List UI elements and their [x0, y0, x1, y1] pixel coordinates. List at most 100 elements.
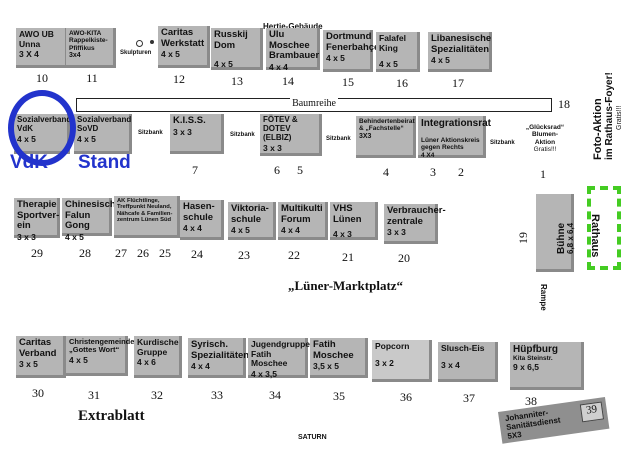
stand-32[interactable]: Kurdische Gruppe 4 x 6 [134, 336, 182, 378]
stand-36[interactable]: Popcorn 3 x 2 [372, 340, 432, 382]
foto-aktion-line3: Gratis!!! [616, 105, 623, 130]
stand-22[interactable]: Multikulti Forum 4 x 4 [278, 202, 328, 240]
stand-number: 12 [173, 72, 185, 86]
stand-size: 4 x 5 [214, 59, 233, 70]
rathaus-label: Rathaus [589, 214, 601, 258]
stand-size: 3x4 [69, 51, 81, 59]
stand-29[interactable]: Therapie Sportver-ein 3 x 3 [14, 198, 60, 242]
stand-size: 4 x 4 [269, 61, 288, 72]
stand-21[interactable]: VHS Lünen 4 x 3 [330, 202, 378, 240]
stand-number: 22 [288, 248, 300, 262]
stand-17[interactable]: Libanesische Spezialitäten 4 x 5 [428, 32, 492, 72]
stand-title: Hüpfburg [513, 344, 558, 355]
stand-title: Christengemeinde „Gottes Wort“ [69, 337, 135, 355]
stage-size: 6,8 x 6,4 [566, 222, 575, 254]
stand-23[interactable]: Viktoria-schule 4 x 5 [228, 202, 276, 240]
stand-number: 29 [31, 246, 43, 260]
stand-title: Fatih Moschee [313, 339, 354, 361]
stand-size: 3 x 3 [387, 227, 406, 238]
stand-subtitle: Kita Steinstr. [513, 355, 553, 363]
sculpture-marker [136, 40, 143, 47]
stand-size: 9 x 6,5 [513, 362, 539, 373]
stand-14[interactable]: Ulu Moschee Brambauer 4 x 4 [266, 28, 320, 72]
stage-number: 19 [516, 232, 530, 244]
stand-24[interactable]: Hasen-schule 4 x 4 [180, 200, 224, 240]
stand-size: 4 x 3 [333, 229, 352, 240]
stand-27-25[interactable]: AK Flüchtlinge, Treffpunkt Neuland, Nähc… [114, 196, 180, 238]
stand-number: 5 [297, 163, 303, 177]
stand-size: 4 X4 [421, 151, 435, 159]
stand-number: 15 [342, 75, 354, 89]
stand-35[interactable]: Fatih Moschee 3,5 x 5 [310, 338, 368, 378]
stand-number: 39 [579, 401, 605, 423]
stand-title: K.I.S.S. [173, 115, 206, 126]
bench-label: Sitzbank [326, 136, 351, 142]
stand-13[interactable]: Russkij Dom 4 x 5 [211, 28, 263, 70]
stand-number: 30 [32, 386, 44, 400]
gluecksrad-line1: „Glücksrad“ [525, 124, 565, 131]
rathaus-box[interactable]: Rathaus [587, 186, 621, 270]
stand-12[interactable]: Caritas Werkstatt 4 x 5 [158, 26, 210, 68]
stand-title: Johanniter-Sanitätsdienst 5X3 [504, 408, 562, 441]
tree-row: Baumreihe [76, 98, 552, 112]
stand-sovd[interactable]: Sozialverband SoVD 4 x 5 [74, 114, 132, 154]
stand-title: Kurdische Gruppe [137, 337, 179, 357]
stand-number: 18 [558, 97, 570, 111]
stand-38[interactable]: Hüpfburg Kita Steinstr. 9 x 6,5 [510, 342, 584, 390]
vdk-highlight-circle [8, 90, 76, 166]
stand-title: Libanesische Spezialitäten [431, 33, 492, 55]
stand-4[interactable]: Behindertenbeirat & „Fachstelle“ 3X3 [356, 116, 416, 158]
extrablatt-label: Extrablatt [78, 408, 145, 424]
stand-6-5[interactable]: FÖTEV & DOTEV (ELBIZ) 3 x 3 [260, 114, 322, 156]
stand-15[interactable]: Dortmund Fenerbahçe 4 x 5 [323, 30, 380, 72]
stand-size: 4 x 4 [191, 361, 210, 372]
stage-buehne[interactable]: Bühne 6,8 x 6,4 [536, 194, 575, 272]
stand-size: 4 x 4 [183, 223, 202, 234]
stand-title: Dortmund Fenerbahçe [326, 31, 380, 53]
stand-size: 4 x 5 [431, 55, 450, 66]
stand-3-2[interactable]: Integrationsrat Lüner Aktionskreis gegen… [418, 116, 491, 159]
foto-aktion-line2: im Rathaus-Foyer! [604, 72, 615, 160]
stand-34[interactable]: Jugendgruppe Fatih Moschee 4 x 3,5 [248, 338, 311, 379]
stand-label: Stand [78, 152, 131, 173]
stand-number: 16 [396, 76, 408, 90]
stand-37[interactable]: Slusch-Eis 3 x 4 [438, 342, 498, 382]
stand-title: AWO UB Unna [19, 29, 54, 49]
stand-size: 4 x 5 [326, 53, 345, 64]
saturn-label: SATURN [298, 434, 327, 441]
stand-28[interactable]: Chinesisch Falun Gong 4 x 5 [62, 198, 116, 242]
stand-number: 14 [282, 74, 294, 88]
stand-title: Jugendgruppe Fatih Moschee [251, 339, 311, 369]
stand-20[interactable]: Verbraucher-zentrale 3 x 3 [384, 204, 446, 244]
stand-11[interactable]: AWO-KITA Rappelkiste-Pfiffikus 3x4 [66, 28, 116, 68]
bench-label: Sitzbank [138, 130, 163, 136]
stand-number: 37 [463, 391, 475, 405]
stand-30[interactable]: Caritas Verband 3 x 5 [16, 336, 66, 378]
stand-10[interactable]: AWO UB Unna 3 X 4 [16, 28, 68, 68]
stand-size: 3,5 x 5 [313, 361, 339, 372]
stand-16[interactable]: Falafel King 4 x 5 [376, 32, 420, 72]
stand-title: FÖTEV & DOTEV (ELBIZ) [263, 115, 298, 142]
stand-number: 20 [398, 251, 410, 265]
stand-title: Behindertenbeirat & „Fachstelle“ [359, 118, 415, 133]
stand-number: 1 [540, 167, 546, 181]
stand-size: 4 x 5 [231, 225, 250, 236]
stand-39[interactable]: Johanniter-Sanitätsdienst 5X3 39 [498, 396, 610, 444]
gluecksrad-info: „Glücksrad“ Blumen- Aktion Gratis!!! [520, 124, 570, 154]
stand-number: 26 [137, 246, 149, 260]
stand-33[interactable]: Syrisch. Spezialitäten 4 x 4 [188, 338, 249, 378]
stand-7[interactable]: K.I.S.S. 3 x 3 [170, 114, 224, 154]
stand-number: 21 [342, 250, 354, 264]
stand-31[interactable]: Christengemeinde „Gottes Wort“ 4 x 5 [66, 336, 135, 376]
stand-title: Viktoria-schule [231, 203, 269, 225]
stand-size: 4 x 5 [161, 49, 180, 60]
stand-title: Caritas Werkstatt [161, 27, 205, 49]
stand-number: 4 [383, 165, 389, 179]
gluecksrad-line3: Aktion [534, 138, 556, 146]
stand-title: Russkij Dom [214, 29, 248, 51]
stand-number: 28 [79, 246, 91, 260]
stand-size: 4 x 6 [137, 357, 156, 368]
stand-title: Sozialverband SoVD [77, 115, 132, 133]
stand-title: Slusch-Eis [441, 343, 485, 353]
stand-number: 10 [36, 71, 48, 85]
